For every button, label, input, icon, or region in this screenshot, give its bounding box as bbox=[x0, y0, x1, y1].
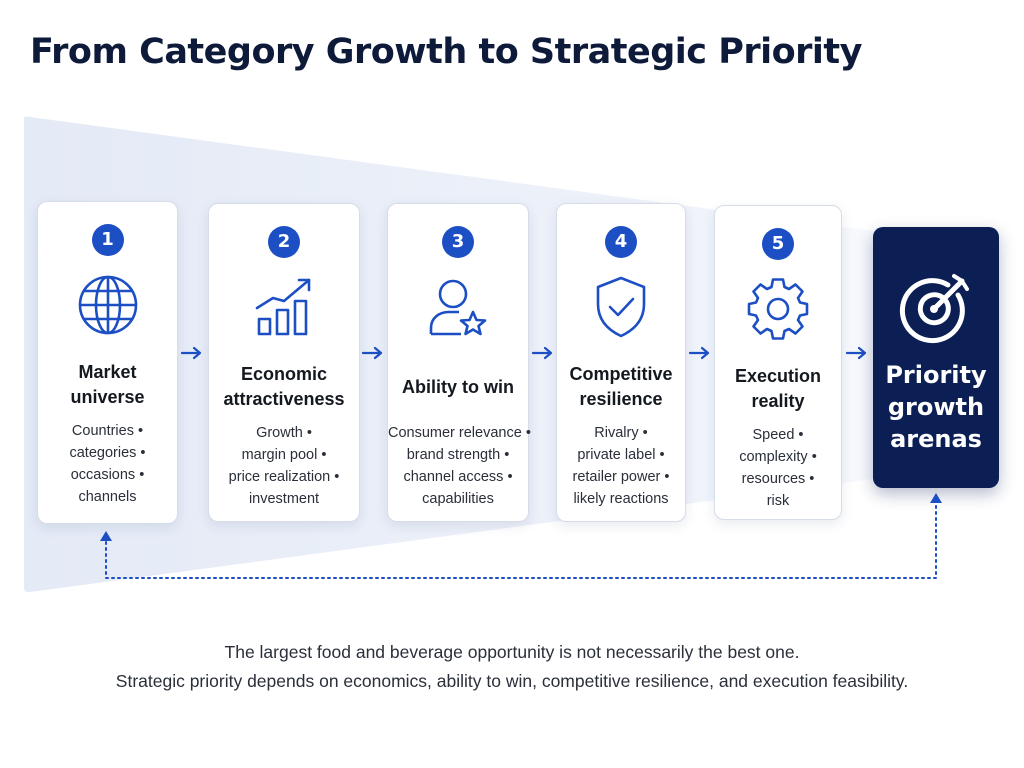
step-card-execution-reality: 5 Execution reality Speed •complexity •r… bbox=[714, 205, 842, 520]
globe-icon bbox=[78, 275, 137, 335]
flow-arrow bbox=[688, 346, 710, 360]
user-star-icon bbox=[429, 279, 487, 336]
step-title: Execution reality bbox=[734, 366, 822, 411]
flow-arrow bbox=[180, 346, 202, 360]
caption-line: Strategic priority depends on economics,… bbox=[115, 671, 909, 691]
step-card-market-universe: 1 Market universe Countries •categories … bbox=[37, 201, 178, 524]
step-description: Consumer relevance •brand strength •chan… bbox=[388, 425, 531, 507]
step-card-competitive-resilience: 4 Competitive resilience Rivalry •privat… bbox=[556, 203, 686, 522]
step-number-badge: 4 bbox=[605, 226, 637, 258]
flow-arrow bbox=[361, 346, 383, 360]
step-number-badge: 5 bbox=[762, 228, 794, 260]
growth-chart-icon bbox=[255, 278, 311, 336]
step-number-badge: 3 bbox=[442, 226, 474, 258]
flow-arrow bbox=[531, 346, 553, 360]
step-title: Economic attractiveness bbox=[223, 364, 345, 409]
flow-arrow bbox=[845, 346, 867, 360]
gear-icon bbox=[747, 278, 809, 340]
shield-check-icon bbox=[596, 276, 646, 338]
step-title: Market universe bbox=[70, 362, 145, 407]
step-number-badge: 1 bbox=[91, 224, 124, 256]
step-title: Competitive resilience bbox=[569, 364, 673, 409]
step-description: Speed •complexity •resources •risk bbox=[739, 427, 817, 509]
step-title: Ability to win bbox=[402, 376, 514, 397]
step-number-badge: 2 bbox=[268, 226, 300, 258]
step-description: Growth •margin pool •price realization •… bbox=[228, 425, 340, 507]
page-title: From Category Growth to Strategic Priori… bbox=[30, 32, 862, 72]
caption-line: The largest food and beverage opportunit… bbox=[224, 642, 800, 662]
caption: The largest food and beverage opportunit… bbox=[0, 638, 1024, 696]
step-description: Countries •categories •occasions •channe… bbox=[69, 423, 146, 505]
step-description: Rivalry •private label •retailer power •… bbox=[572, 425, 670, 507]
step-card-economic-attractiveness: 2 Economic attractiveness Growth •margin… bbox=[208, 203, 360, 522]
target-icon bbox=[899, 274, 969, 344]
step-card-ability-to-win: 3 Ability to win Consumer relevance •bra… bbox=[387, 203, 531, 522]
